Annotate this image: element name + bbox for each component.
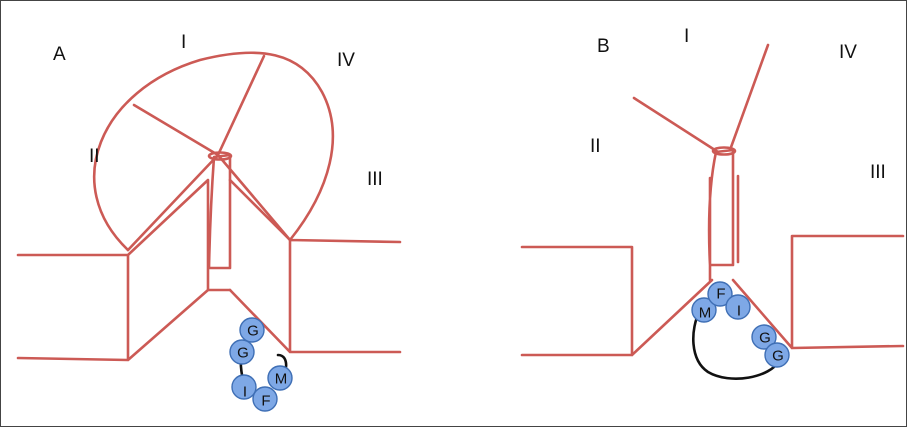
panel-b-region-ii: II [590,136,601,157]
panel-a-bead-f: F [252,386,278,412]
panel-b-bead-g2: G [764,342,790,368]
panel-b-loop [691,308,782,380]
svg-text:M: M [699,305,712,322]
panel-a-region-iii: III [367,169,383,190]
panel-b-left-slab [520,245,714,357]
svg-text:G: G [247,323,259,340]
svg-text:F: F [261,393,270,410]
panel-a-letter: A [53,44,66,65]
panel-b-spokes [632,43,770,154]
svg-text:F: F [716,286,725,303]
panel-b-rod-cap [711,146,737,156]
panel-b-bead-i: I [725,294,751,320]
panel-a [16,51,402,387]
panel-a-left-slab [16,178,210,362]
svg-text:I: I [737,303,741,320]
panel-b-region-i: I [684,26,689,47]
panel-a-bead-m: M [267,365,293,391]
panel-b-bead-m: M [691,297,717,323]
panel-a-bead-g1: G [239,317,265,343]
panel-a-rod-cap [207,151,233,161]
panel-b-letter: B [597,36,610,57]
panel-a-region-iv: IV [337,50,355,71]
svg-text:G: G [237,345,249,362]
panel-b-bead-g1: G [751,324,777,350]
panel-b-region-iv: IV [839,42,857,63]
panel-a-umbrella-spokes [126,54,292,252]
panel-a-region-ii: II [89,146,100,167]
svg-text:M: M [275,371,288,388]
panel-a-region-i: I [181,32,186,53]
panel-b-bead-f: F [707,281,733,307]
svg-text:G: G [772,348,784,365]
panel-b-central-rod [707,148,740,282]
panel-a-central-rod [207,153,232,270]
panel-a-bead-g2: G [229,339,255,365]
panel-b-right-slab [731,234,905,350]
panel-a-umbrella-outline [92,51,335,252]
svg-text:G: G [759,330,771,347]
panel-a-bead-i: I [231,374,257,401]
svg-text:I: I [243,384,247,401]
panel-b [520,43,905,380]
panel-b-region-iii: III [870,162,886,183]
